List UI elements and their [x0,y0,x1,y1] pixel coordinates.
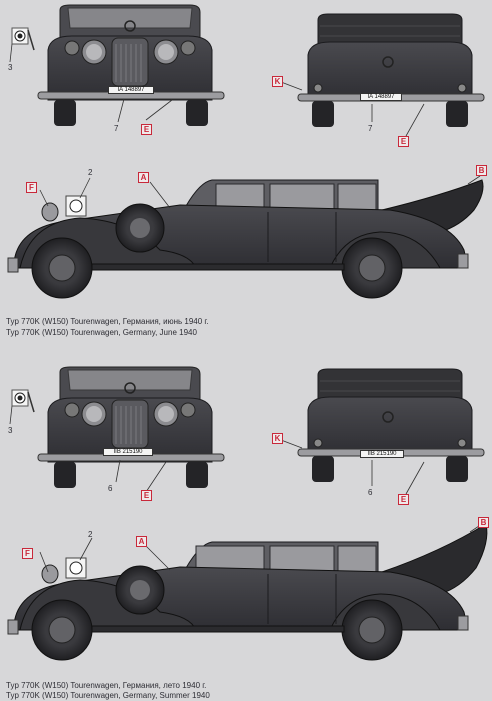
callout-number-6: 6 [368,488,373,497]
rear-view-1 [297,13,485,127]
callout-tag-k: K [272,76,283,87]
front-license-plate-1: IA 148897 [108,86,154,94]
callout-tag-a: A [138,172,149,183]
caption-variant2-russian: Typ 770K (W150) Tourenwagen, Германия, л… [6,681,207,690]
star-emblem-icon [124,20,136,32]
caption-variant1-russian: Typ 770K (W150) Tourenwagen, Германия, и… [6,317,209,326]
side-view-2 [7,523,488,661]
star-emblem-icon [382,411,394,423]
callout-number-7: 7 [114,124,119,133]
callout-number-3: 3 [8,426,13,435]
callout-tag-e: E [141,490,152,501]
callout-tag-f: F [26,182,37,193]
callout-tag-e: E [398,136,409,147]
callout-number-7: 7 [368,124,373,133]
star-emblem-icon [382,56,394,68]
caption-variant1-english: Typ 770K (W150) Tourenwagen, Germany, Ju… [6,328,197,337]
callout-number-3: 3 [8,63,13,72]
callout-number-2: 2 [88,530,93,539]
rear-license-plate-2: IIB 215190 [360,450,404,458]
callout-number-2: 2 [88,168,93,177]
callout-tag-a: A [136,536,147,547]
front-view-2 [11,366,225,488]
side-view-1 [7,179,484,299]
callout-tag-k: K [272,433,283,444]
front-view-1 [11,4,225,126]
callout-tag-b: B [478,517,489,528]
callout-tag-f: F [22,548,33,559]
callout-tag-e: E [398,494,409,505]
leader-lines [9,43,483,573]
callout-tag-e: E [141,124,152,135]
caption-variant2-english: Typ 770K (W150) Tourenwagen, Germany, Su… [6,691,210,700]
callout-tag-b: B [476,165,487,176]
star-emblem-icon [124,382,136,394]
front-license-plate-2: IIB 215190 [103,448,153,456]
rear-view-2 [297,368,485,482]
callout-number-6: 6 [108,484,113,493]
rear-license-plate-1: IA 148897 [360,93,402,101]
